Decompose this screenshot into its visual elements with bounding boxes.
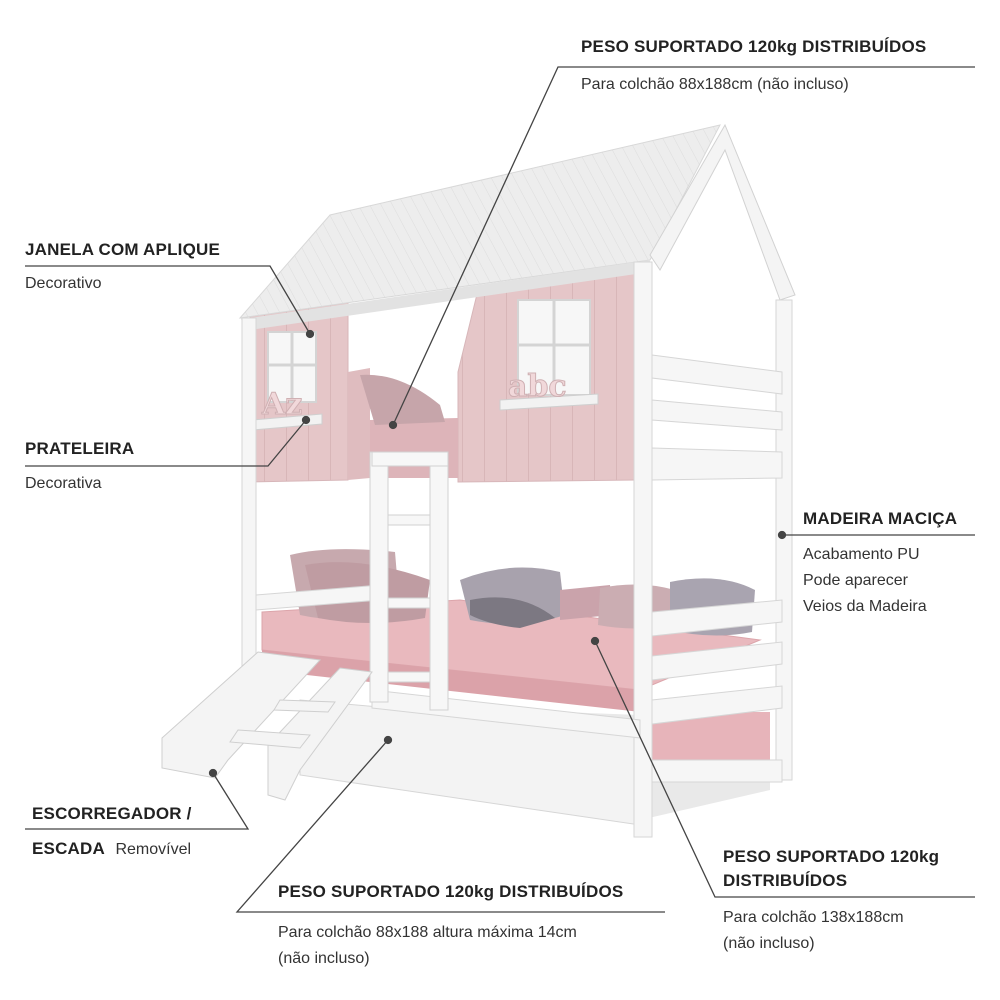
line-top-weight [392, 66, 975, 426]
lower-weight-title: PESO SUPORTADO 120kg DISTRIBUÍDOS [723, 845, 939, 893]
wood-desc-line: Acabamento PU [803, 546, 920, 563]
bottom-weight-desc-line: (não incluso) [278, 950, 370, 967]
right-shelf [499, 393, 599, 411]
applique-left-letters: Az [261, 387, 302, 422]
window-desc: Decorativo [25, 275, 102, 292]
ladder [369, 451, 449, 711]
shelf-title: PRATELEIRA [25, 439, 135, 458]
slide-title-line2: ESCADA [32, 839, 105, 858]
lower-weight-title-line: DISTRIBUÍDOS [723, 871, 848, 890]
lower-weight-desc-line: (não incluso) [723, 935, 815, 952]
lower-weight-desc: Para colchão 138x188cm (não incluso) [723, 905, 904, 957]
bed-frame [241, 261, 793, 838]
left-window [267, 331, 317, 403]
bottom-weight-desc: Para colchão 88x188 altura máxima 14cm (… [278, 920, 577, 972]
trundle-drawer [299, 699, 770, 826]
wood-desc-line: Veios da Madeira [803, 598, 927, 615]
wood-desc: Acabamento PU Pode aparecer Veios da Mad… [803, 542, 927, 620]
line-shelf [25, 419, 307, 467]
bottom-weight-desc-line: Para colchão 88x188 altura máxima 14cm [278, 924, 577, 941]
lower-weight-desc-line: Para colchão 138x188cm [723, 909, 904, 926]
applique-right-letters: abc [508, 369, 567, 404]
window-title: JANELA COM APLIQUE [25, 240, 221, 259]
top-weight-title: PESO SUPORTADO 120kg DISTRIBUÍDOS [581, 37, 927, 56]
line-bottom-weight [235, 739, 665, 913]
slide-title-line1: ESCORREGADOR / [32, 804, 192, 823]
slide-title-line2-row: ESCADA Removível [32, 837, 191, 863]
line-slide [25, 772, 250, 830]
slide-desc: Removível [115, 841, 192, 858]
roof [238, 123, 796, 330]
wood-desc-line: Pode aparecer [803, 572, 908, 589]
line-lower-weight [594, 640, 975, 898]
line-window [25, 265, 311, 335]
callout-lines [25, 66, 975, 913]
right-window [517, 299, 591, 396]
top-weight-desc: Para colchão 88x188cm (não incluso) [581, 76, 849, 93]
slide [161, 651, 373, 801]
wood-title: MADEIRA MACIÇA [803, 509, 958, 528]
shelf-desc: Decorativa [25, 475, 102, 492]
lower-weight-title-line: PESO SUPORTADO 120kg [723, 847, 940, 866]
bottom-weight-title: PESO SUPORTADO 120kg DISTRIBUÍDOS [278, 882, 624, 901]
